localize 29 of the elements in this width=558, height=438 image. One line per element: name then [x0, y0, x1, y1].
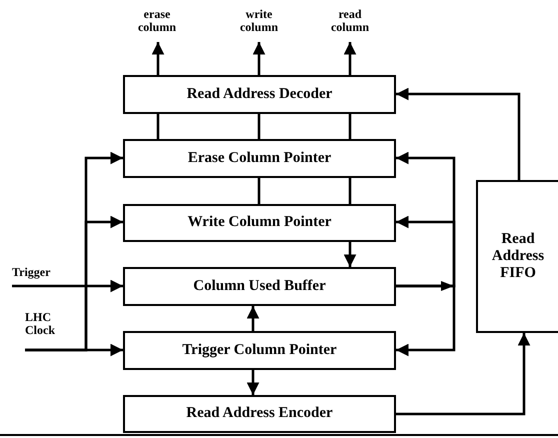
arrow — [396, 88, 520, 180]
signal-label: Trigger — [12, 266, 72, 287]
signal-label: read column — [322, 8, 378, 42]
connector-line — [348, 114, 352, 139]
arrow — [12, 280, 123, 292]
arrow — [396, 333, 530, 416]
connector-line — [258, 178, 260, 204]
connector-line — [258, 114, 260, 139]
signal-label: LHC Clock — [25, 311, 69, 351]
block-box: Read Address Decoder — [123, 75, 396, 114]
arrow — [246, 306, 260, 331]
arrow — [344, 42, 356, 75]
block-box: Column Used Buffer — [123, 267, 396, 306]
arrow — [396, 216, 456, 288]
arrow — [344, 242, 356, 267]
arrow — [396, 284, 456, 356]
arrow — [252, 42, 266, 75]
block-box: Write Column Pointer — [123, 204, 396, 242]
connector-line — [348, 178, 352, 204]
connector-line — [156, 114, 160, 139]
signal-label: write column — [232, 8, 286, 42]
block-box: Read Address FIFO — [476, 180, 558, 333]
arrow — [246, 370, 260, 395]
arrow — [152, 42, 164, 75]
signal-label: erase column — [130, 8, 184, 42]
block-box: Trigger Column Pointer — [123, 331, 396, 370]
arrow — [25, 344, 123, 356]
block-box: Erase Column Pointer — [123, 139, 396, 178]
block-box: Read Address Encoder — [123, 395, 396, 433]
